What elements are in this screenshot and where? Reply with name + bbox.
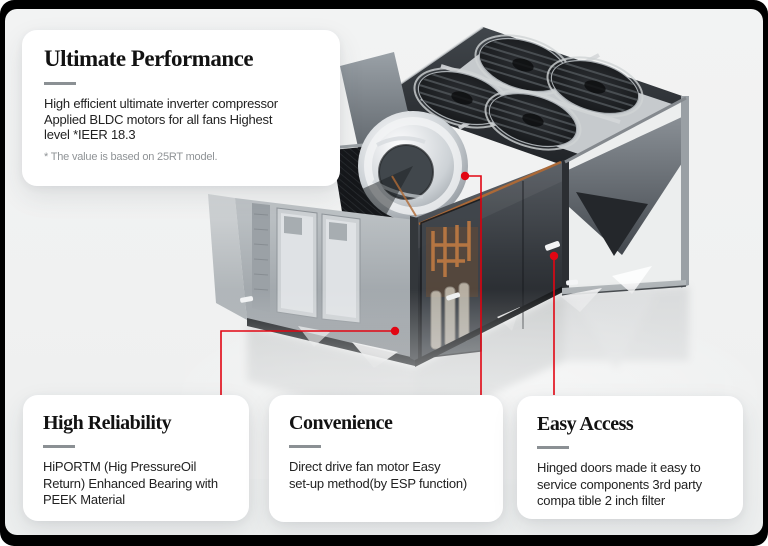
title-divider (537, 446, 569, 449)
card-title: Easy Access (537, 413, 634, 435)
card-title: Convenience (289, 412, 393, 434)
card-body-line: service components 3rd party (537, 476, 702, 492)
frame-post (562, 160, 569, 293)
callout-dot-compressor (390, 326, 400, 336)
card-title: Ultimate Performance (44, 46, 254, 71)
card-body-line: Hinged doors made it easy to (537, 460, 701, 475)
card-body-line: PEEK Material (43, 492, 125, 507)
card-body-line: Applied BLDC motors for all fans Highest (44, 111, 273, 127)
title-divider (43, 445, 75, 448)
blower-wheel (358, 111, 468, 221)
callout-line-high-reliability (220, 330, 395, 395)
card-body-line: compa tible 2 inch filter (537, 493, 665, 508)
card-body-line: level *IEER 18.3 (44, 127, 136, 142)
left-end-panel (208, 194, 247, 320)
card-body-line: set-up method(by ESP function) (289, 475, 468, 491)
card-body-line: HiPORTM (Hig PressureOil (43, 459, 197, 474)
door-latch (544, 241, 560, 251)
card-title: High Reliability (43, 412, 172, 434)
frame-post (681, 96, 689, 288)
condenser-fan-grille (413, 67, 511, 129)
condenser-fan-grille (484, 89, 582, 151)
feature-card-ultimate-performance: Ultimate Performance High efficient ulti… (22, 30, 340, 186)
condenser-fan-grille (474, 34, 572, 96)
infographic-background: Ultimate Performance High efficient ulti… (5, 9, 763, 535)
callout-line-convenience (465, 175, 482, 395)
card-body-line: Return) Enhanced Bearing with (43, 475, 218, 491)
callout-dot-blower (460, 171, 470, 181)
feature-card-high-reliability: High Reliability HiPORTM (Hig PressureOi… (23, 395, 249, 521)
callout-lines (220, 171, 559, 395)
callout-dot-latch (549, 251, 559, 261)
feature-card-easy-access: Easy Access Hinged doors made it easy to… (517, 396, 743, 519)
title-divider (289, 445, 321, 448)
condenser-fan-grille (546, 56, 644, 118)
title-divider (44, 82, 76, 85)
feature-card-convenience: Convenience Direct drive fan motor Easy … (269, 395, 503, 522)
card-footnote: * The value is based on 25RT model. (44, 150, 218, 163)
card-body-line: Direct drive fan motor Easy (289, 459, 441, 474)
card-body-line: High efficient ultimate inverter compres… (44, 96, 278, 111)
